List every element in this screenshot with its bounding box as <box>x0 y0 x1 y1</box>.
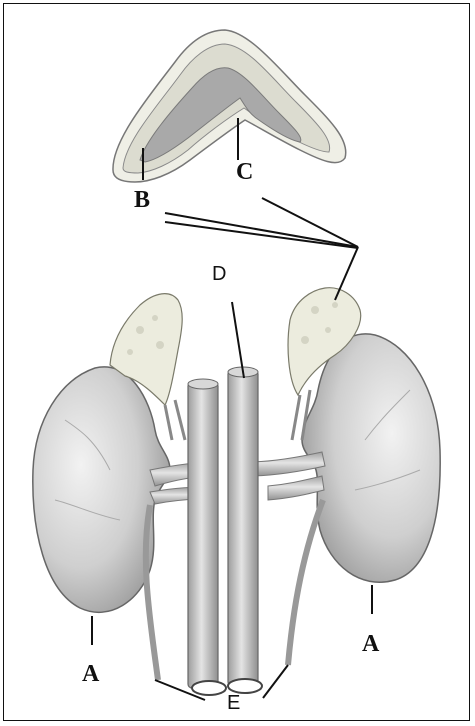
label-a-right: A <box>362 632 379 656</box>
label-b: B <box>134 188 150 212</box>
left-kidney <box>33 367 170 612</box>
label-e: E <box>227 693 240 713</box>
aorta <box>228 367 262 693</box>
inferior-vena-cava <box>188 379 226 695</box>
label-c: C <box>236 160 253 184</box>
leader-b-to-junction <box>165 213 358 247</box>
leader-d <box>232 302 244 378</box>
label-d: D <box>212 264 226 284</box>
leader-e-right <box>263 665 288 698</box>
leader-b-to-junction-2 <box>165 222 358 248</box>
label-a-left: A <box>82 662 99 686</box>
leader-c-to-junction <box>262 198 358 247</box>
adrenal-cross-section <box>113 30 346 182</box>
leader-junction-to-adrenal <box>335 247 358 300</box>
